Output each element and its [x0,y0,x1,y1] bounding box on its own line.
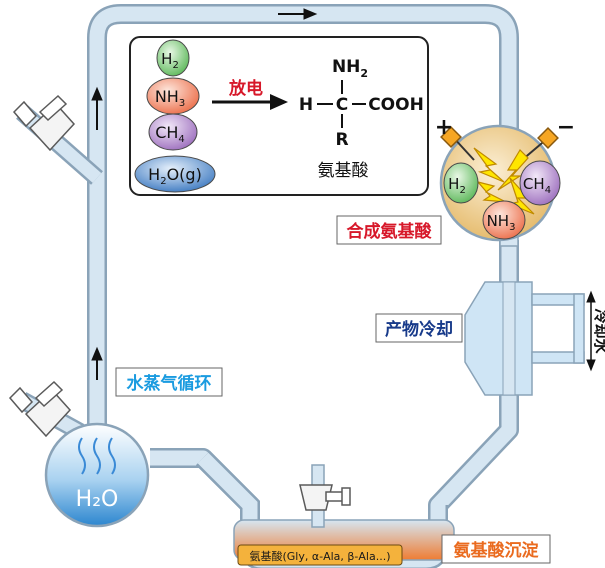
gas-molecule-h2o [134,155,216,193]
amine-group-label: NH2 [332,57,368,80]
r-group-label: R [335,130,348,150]
hydrogen-label: H [299,95,313,115]
cooling-water-label: 冷却水 [592,308,605,354]
electrode-plus [440,126,475,161]
stopcock-trap[interactable] [299,464,351,528]
synthesis-label: 合成氨基酸 [347,221,433,242]
minus-sign: − [557,115,575,140]
amino-acid-name: 氨基酸 [318,161,369,181]
flask-h2-label: H2 [448,175,466,196]
discharge-arrow [212,94,288,110]
water-flask-label: H₂O [76,487,119,512]
stopcock-upper[interactable] [12,94,76,152]
gas-h2-label: H2 [161,50,179,71]
precipitation-label-box [441,534,551,564]
synthesis-label-box [336,215,442,245]
gas-ch4-label: CH4 [155,123,185,145]
gas-molecule-ch4 [148,113,198,151]
alpha-carbon-label: C [336,95,348,115]
flask-molecule-h2 [443,162,479,204]
flask-nh3-label: NH3 [487,212,516,233]
water-flask [44,422,150,528]
trap-content-label: 氨基酸(Gly, α-Ala, β-Ala...) [249,549,390,563]
plus-sign: + [435,115,453,140]
precipitate-trap [195,450,455,568]
cooling-label-box [375,313,463,343]
gas-nh3-label: NH3 [155,87,185,109]
gas-molecule-h2 [156,39,190,77]
flask-molecule-nh3 [482,200,526,240]
gas-h2o-label: H2O(g) [148,165,202,187]
vapor-cycle-label: 水蒸气循环 [127,373,212,394]
condenser [464,281,585,396]
cooling-label: 产物冷却 [385,319,453,340]
cooling-water-arrows [586,290,596,372]
reaction-box [129,36,429,196]
flask-ch4-label: CH4 [523,175,551,196]
flask-molecule-ch4 [519,160,561,206]
stopcock-lower[interactable] [8,380,72,438]
precipitation-label: 氨基酸沉淀 [454,540,540,561]
carboxyl-group-label: COOH [368,95,424,115]
discharge-label: 放电 [228,78,263,99]
amino-acid-structure: NH2 H C COOH R [299,57,424,150]
vapor-cycle-label-box [115,367,223,397]
